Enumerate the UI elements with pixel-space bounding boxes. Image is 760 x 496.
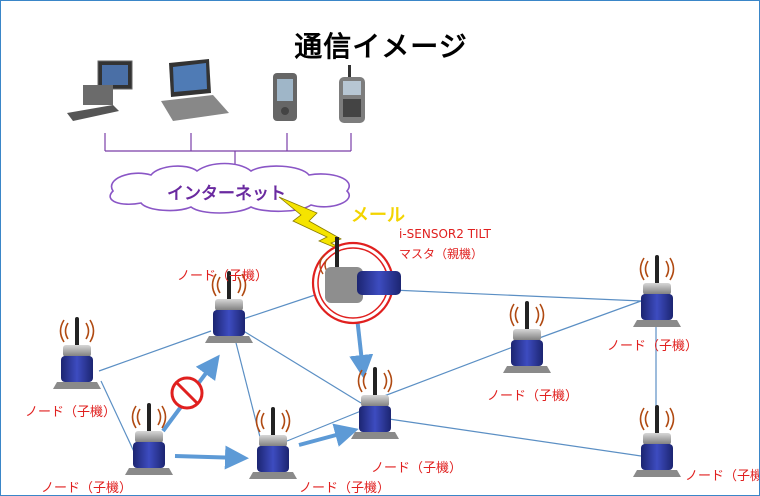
pda-icon xyxy=(273,73,297,121)
master-label-name: i-SENSOR2 TILT xyxy=(399,227,491,241)
laptop-icon xyxy=(161,59,229,121)
internet-cloud xyxy=(109,162,350,214)
node-device xyxy=(502,300,552,374)
node-device xyxy=(248,406,298,480)
mobile-phone-icon xyxy=(339,65,365,123)
node-label: ノード（子機） xyxy=(25,405,117,420)
node-label: ノード（子機） xyxy=(299,481,391,496)
master-label-role: マスタ（親機） xyxy=(399,247,484,261)
master-device xyxy=(311,237,401,325)
node-label: ノード（子機） xyxy=(607,339,699,354)
node-label: ノード（子機） xyxy=(487,389,579,404)
node-device xyxy=(124,402,174,476)
node-label: ノード（子機） xyxy=(177,269,269,284)
node-device xyxy=(350,366,400,440)
desktop-pc-icon xyxy=(67,60,133,121)
node-label: ノード（子機） xyxy=(41,481,133,496)
internet-cloud-label: インターネット xyxy=(167,184,286,204)
mail-label: メール xyxy=(351,205,405,226)
node-label: ノード（子機 xyxy=(685,469,760,484)
diagram-title: 通信イメージ xyxy=(294,30,468,63)
node-label: ノード（子機） xyxy=(371,461,463,476)
node-device xyxy=(632,254,682,328)
node-device xyxy=(52,316,102,390)
prohibited-icon xyxy=(170,376,204,410)
node-device xyxy=(632,404,682,478)
